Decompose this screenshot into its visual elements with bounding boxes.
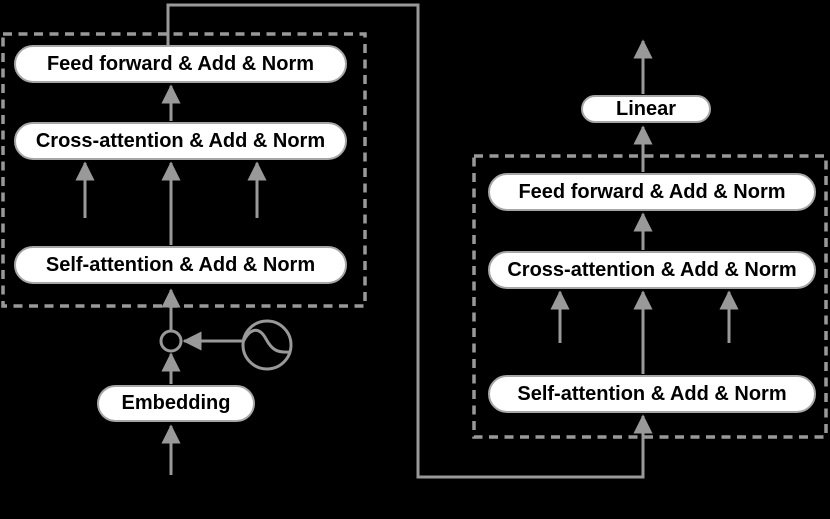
- left-feed-forward-box: Feed forward & Add & Norm: [14, 45, 347, 83]
- positional-encoding-icon: [241, 319, 293, 371]
- encoder-to-decoder-connector-arrow: [166, 3, 653, 479]
- embedding-box: Embedding: [97, 385, 255, 422]
- right-self-attention-box: Self-attention & Add & Norm: [488, 375, 816, 413]
- right-block-frame: [472, 154, 828, 439]
- add-circle-icon: [159, 329, 183, 353]
- linear-box: Linear: [581, 95, 711, 123]
- left-block-frame: [1, 32, 367, 308]
- right-cross-attention-box: Cross-attention & Add & Norm: [488, 251, 816, 289]
- right-feed-forward-box: Feed forward & Add & Norm: [488, 173, 816, 211]
- left-self-attention-box: Self-attention & Add & Norm: [14, 246, 347, 284]
- left-cross-attention-box: Cross-attention & Add & Norm: [14, 122, 347, 160]
